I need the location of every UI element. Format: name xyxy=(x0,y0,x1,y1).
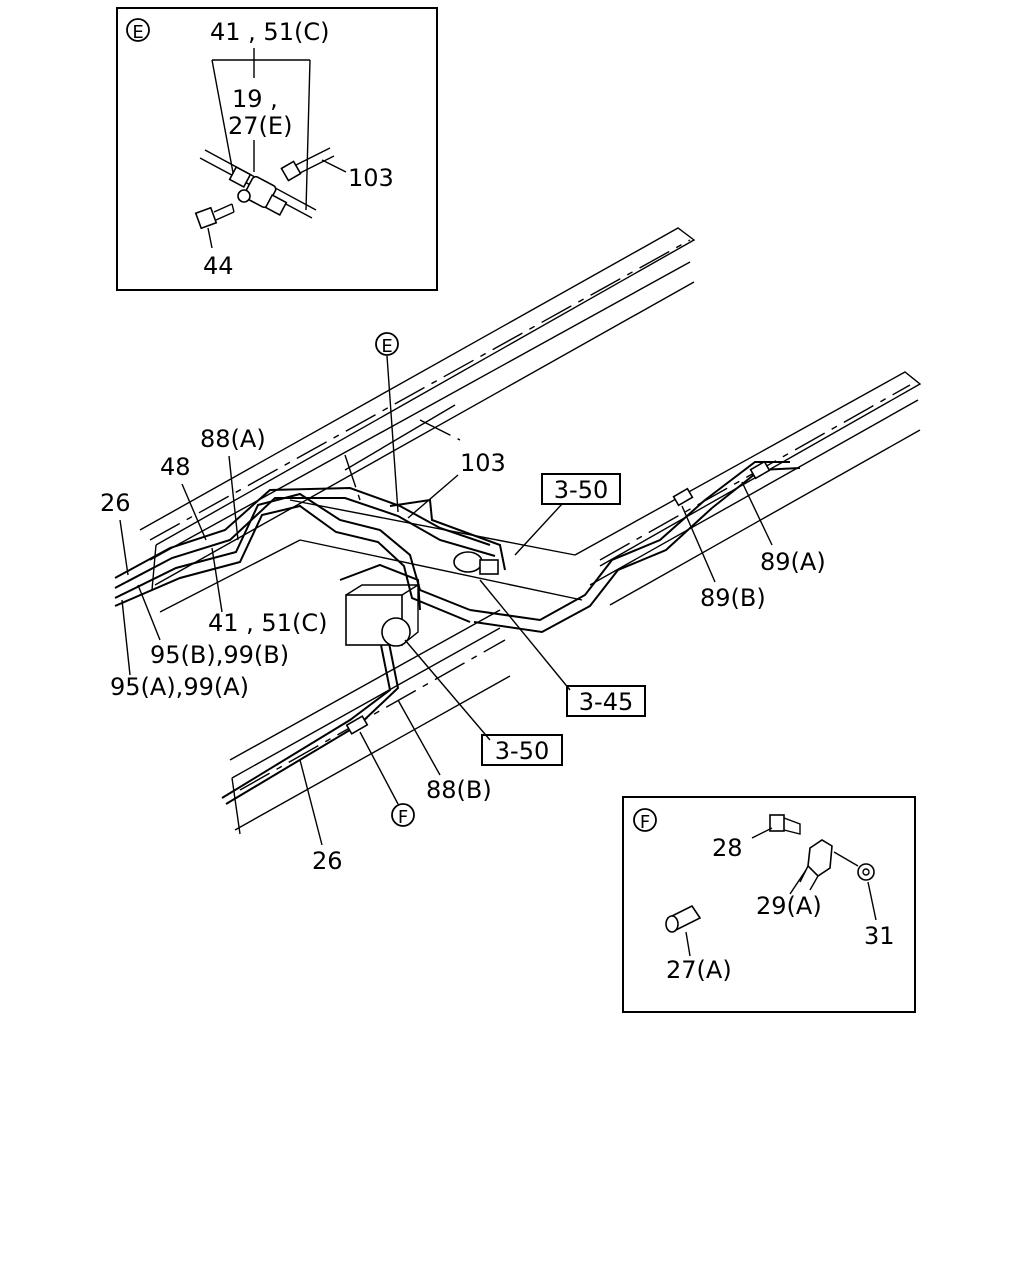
clip-89a xyxy=(749,460,771,480)
ref-box-3-45[interactable] xyxy=(566,685,646,717)
detail-f-callout-28: 28 xyxy=(712,834,743,862)
detail-f-clip xyxy=(799,839,833,891)
detail-f-callout-31: 31 xyxy=(864,922,895,950)
detail-f-circle xyxy=(633,808,657,832)
detail-f-callout-29a: 29(A) xyxy=(756,892,822,920)
detail-e-callout-44: 44 xyxy=(203,252,234,280)
callout-89a: 89(A) xyxy=(760,548,826,576)
callout-88b: 88(B) xyxy=(426,776,492,804)
callout-88a: 88(A) xyxy=(200,425,266,453)
ref-3-50-bottom: 3-50 xyxy=(495,737,549,765)
ref-3-50-top: 3-50 xyxy=(554,476,608,504)
modulator-unit xyxy=(345,551,499,647)
detail-e-callout-41-51c: 41 , 51(C) xyxy=(210,18,329,46)
callout-89b: 89(B) xyxy=(700,584,766,612)
main-f-mark: F xyxy=(398,807,408,828)
detail-e-callout-103: 103 xyxy=(348,164,394,192)
detail-f-box: F 28 29(A) 31 27(A) xyxy=(622,796,916,1013)
callout-95a-99a: 95(A),99(A) xyxy=(110,673,249,701)
ref-box-3-50-bottom[interactable] xyxy=(481,734,563,766)
detail-e-circle xyxy=(126,18,150,42)
main-clip xyxy=(345,715,369,735)
detail-e-box: E 41 , 51(C) 19 , 27(E) 103 44 xyxy=(116,7,438,291)
ref-3-45: 3-45 xyxy=(579,688,633,716)
callout-26-left: 26 xyxy=(100,489,131,517)
detail-e-pipe-joint xyxy=(199,147,335,219)
detail-f-bolt xyxy=(769,814,801,835)
detail-f-callout-27a: 27(A) xyxy=(666,956,732,984)
detail-f-spacer xyxy=(665,904,702,933)
main-e-circle xyxy=(375,332,399,356)
detail-f-nut xyxy=(857,863,875,881)
callout-48: 48 xyxy=(160,453,191,481)
main-f-circle xyxy=(391,803,415,827)
frame-rails xyxy=(139,227,922,835)
callout-26-bottom: 26 xyxy=(312,847,343,875)
callout-95b-99b: 95(B),99(B) xyxy=(150,641,289,669)
detail-e-mark: E xyxy=(132,22,143,43)
main-callouts: E 88(A) 48 26 103 41 , 51(C) 95(B),99(B)… xyxy=(100,332,826,875)
ref-box-3-50-top[interactable] xyxy=(541,473,621,505)
detail-f-mark: F xyxy=(640,812,650,833)
brake-pipes xyxy=(114,461,801,805)
detail-e-callout-27e: 27(E) xyxy=(228,112,292,140)
callout-41-51c: 41 , 51(C) xyxy=(208,609,327,637)
reference-boxes: 3-50 3-45 3-50 xyxy=(404,473,646,766)
detail-e-callout-19: 19 , xyxy=(232,85,278,113)
clip-89b xyxy=(672,487,694,507)
callout-103: 103 xyxy=(460,449,506,477)
main-e-mark: E xyxy=(381,336,392,357)
detail-e-bolt xyxy=(194,203,235,230)
